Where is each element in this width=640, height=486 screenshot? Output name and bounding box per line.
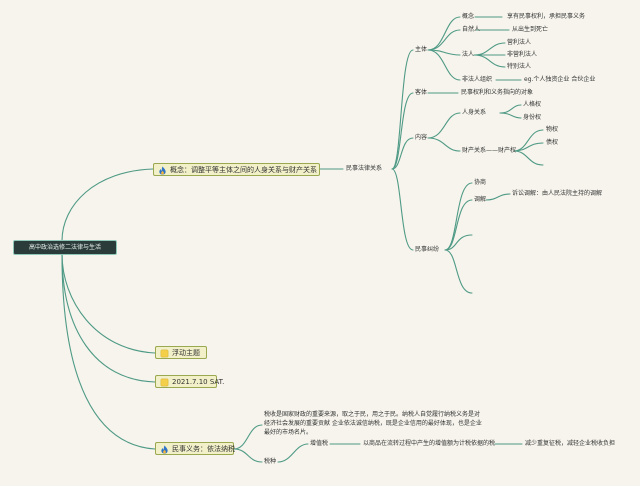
- object-label[interactable]: 客体: [415, 89, 428, 96]
- floating-topic-label: 浮动主题: [172, 349, 200, 357]
- concept-topic[interactable]: 概念：调整平等主体之间的人身关系与财产关系: [153, 163, 320, 176]
- date-topic-label: 2021.7.10 SAT.: [172, 378, 225, 386]
- tax-types-label[interactable]: 税种: [264, 458, 277, 465]
- object-note[interactable]: 民事权利和义务指向的对象: [461, 89, 534, 96]
- property-relation-label[interactable]: 财产关系——财产权: [462, 147, 517, 154]
- natural-person-label[interactable]: 自然人: [462, 26, 481, 33]
- root-topic[interactable]: 高中政治选修二法律与生活: [13, 240, 117, 255]
- floating-topic[interactable]: 浮动主题: [155, 346, 207, 359]
- negotiate-label[interactable]: 协商: [474, 179, 487, 186]
- content-label[interactable]: 内容: [415, 134, 428, 141]
- concept-topic-label: 概念：调整平等主体之间的人身关系与财产关系: [170, 166, 317, 174]
- subject-label[interactable]: 主体: [415, 46, 428, 53]
- fire-icon: [161, 445, 168, 454]
- date-topic[interactable]: 2021.7.10 SAT.: [155, 375, 224, 388]
- special-legal-person[interactable]: 特别法人: [507, 63, 532, 70]
- subject-concept-label[interactable]: 概念: [462, 13, 475, 20]
- subject-concept-note[interactable]: 享有民事权利，承担民事义务: [507, 13, 586, 20]
- fire-icon: [159, 166, 166, 175]
- natural-person-note[interactable]: 从出生到死亡: [512, 26, 549, 33]
- unincorporated-org-note[interactable]: eg.个人独资企业 合伙企业: [524, 76, 596, 83]
- vat-effect[interactable]: 减少重复征税，减轻企业税收负担: [525, 440, 616, 447]
- mediate-note[interactable]: 诉讼调解：由人民法院主持的调解: [512, 190, 603, 197]
- identity-right-label[interactable]: 身份权: [523, 114, 542, 121]
- sticky-note-icon: [160, 349, 169, 358]
- mediate-label[interactable]: 调解: [474, 196, 487, 203]
- vat-definition[interactable]: 以商品在流转过程中产生的增值额为计税依据的税: [363, 440, 496, 447]
- creditor-right-label[interactable]: 债权: [546, 139, 559, 146]
- vat-label[interactable]: 增值税: [310, 440, 329, 447]
- real-right-label[interactable]: 物权: [546, 126, 559, 133]
- tax-topic-label: 民事义务：依法纳税: [172, 445, 235, 453]
- personal-relation-label[interactable]: 人身关系: [462, 109, 487, 116]
- personality-right-label[interactable]: 人格权: [523, 101, 542, 108]
- civil-dispute-label[interactable]: 民事纠纷: [415, 246, 440, 253]
- sticky-note-icon: [160, 378, 169, 387]
- unincorporated-org-label[interactable]: 非法人组织: [462, 76, 493, 83]
- non-profit-legal-person[interactable]: 非营利法人: [507, 51, 538, 58]
- tax-topic[interactable]: 民事义务：依法纳税: [155, 442, 235, 455]
- tax-note[interactable]: 税收是国家财政的重要来源，取之于民，用之于民。纳税人自觉履行纳税义务是对经济社会…: [264, 411, 482, 436]
- for-profit-legal-person[interactable]: 营利法人: [507, 39, 532, 46]
- civil-legal-relation-label[interactable]: 民事法律关系: [346, 165, 383, 172]
- legal-person-label[interactable]: 法人: [462, 51, 475, 58]
